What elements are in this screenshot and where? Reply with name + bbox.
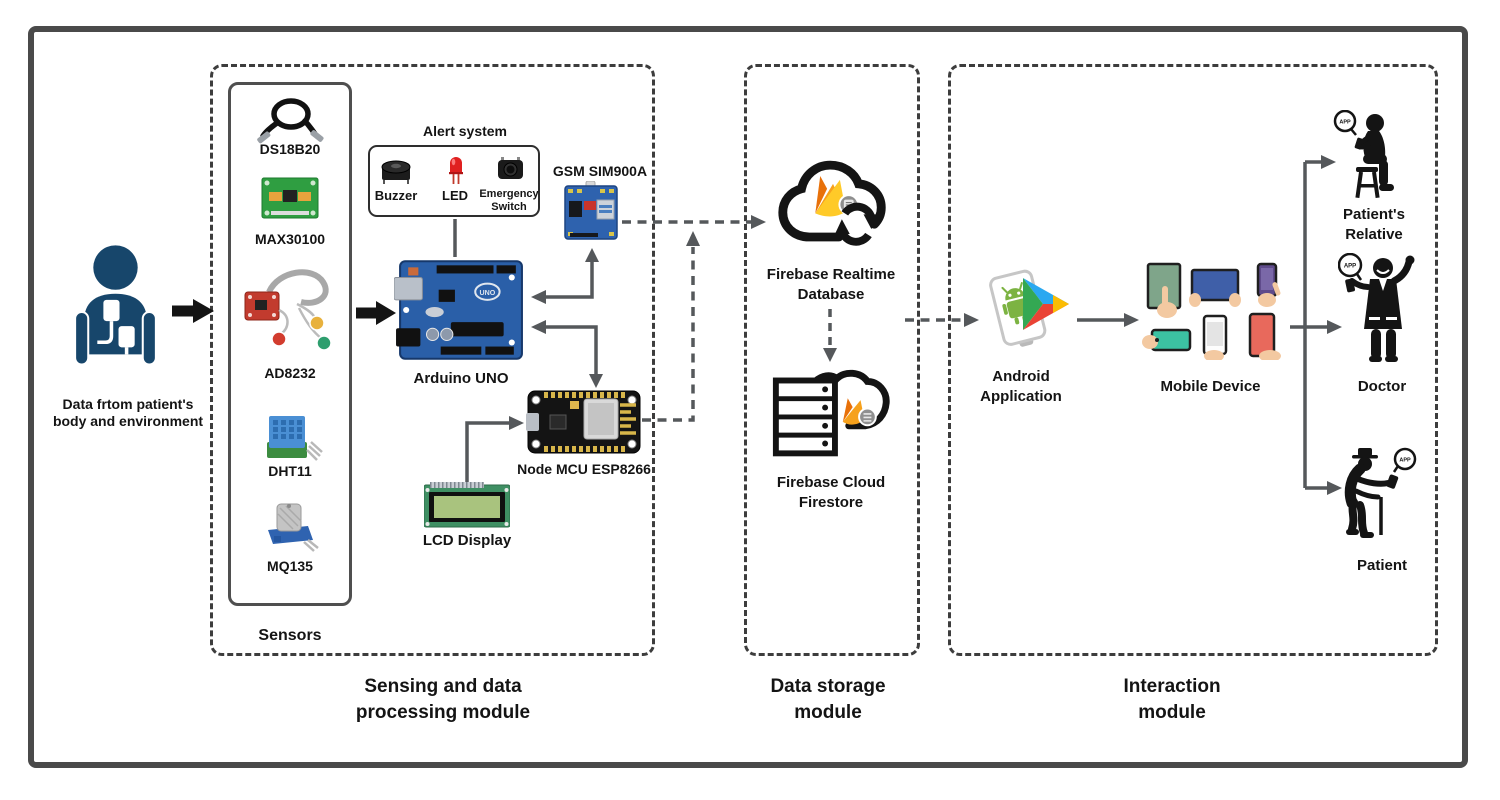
android-app-icon [989,269,1069,347]
source-caption-line2: body and environment [52,412,204,429]
emergency-switch-label-line1: Emergency [479,188,539,200]
sensor-label-dht11: DHT11 [268,463,312,479]
arduino-label: Arduino UNO [413,370,509,387]
emergency-switch-icon [498,157,523,179]
patients-relative-icon: APP [1333,110,1394,199]
doctor-bubble-text: APP [1344,264,1356,270]
android-app-label-line1: Android [992,368,1050,385]
elderly-patient-icon: APP [1344,447,1417,538]
dht11-icon [267,416,323,461]
nodemcu-label: Node MCU ESP8266 [517,461,651,477]
google-play-icon [1023,278,1069,330]
interaction-module-label: Interaction module [1062,674,1282,725]
arduino-badge-text: UNO [480,289,496,297]
buzzer-icon [381,160,411,184]
emergency-switch-label-line2: Switch [491,200,527,213]
storage-module-label: Data storage module [738,674,918,725]
doctor-icon: APP [1338,253,1415,362]
firebase-realtime-label-line1: Firebase Realtime [766,266,896,283]
storage-module-box [744,64,920,656]
patients-relative-label-line2: Relative [1345,225,1403,243]
relative-bubble-text: APP [1339,120,1351,126]
firebase-firestore-label: Firebase Cloud Firestore [755,473,907,512]
mq135-icon [268,503,319,552]
firebase-firestore-label-line2: Firestore [798,493,864,511]
sensing-module-label-line2: processing module [355,701,531,723]
lcd-label: LCD Display [422,532,512,549]
ds18b20-icon [257,98,324,144]
emergency-switch-label: Emergency Switch [478,188,540,213]
interaction-module-label-line2: module [1138,701,1206,723]
sensor-label-mq135: MQ135 [267,558,313,574]
storage-module-label-line2: module [794,701,862,723]
mobile-device-label: Mobile Device [1160,378,1261,395]
patient-body-icon [74,245,157,366]
firebase-realtime-label-line2: Database [797,285,865,303]
ad8232-icon [244,269,332,351]
outer-border [28,26,1468,768]
alert-system-title: Alert system [422,123,508,139]
sensor-label-ds18b20: DS18B20 [259,141,321,157]
arduino-uno-icon: UNO [394,260,523,360]
led-icon [449,157,463,184]
lcd-display-icon [424,482,510,528]
firebase-firestore-label-line1: Firebase Cloud [776,474,886,491]
storage-module-label-line1: Data storage [770,676,886,697]
source-caption-line1: Data frtom patient's [62,396,194,412]
patient-bubble-text: APP [1399,458,1411,464]
interaction-module-label-line1: Interaction [1123,676,1221,697]
sensing-module-label-line1: Sensing and data [364,676,522,697]
buzzer-label: Buzzer [374,188,418,203]
sensor-label-max30100: MAX30100 [254,231,326,247]
firebase-firestore-icon [772,369,890,457]
max30100-icon [261,177,319,219]
sensing-module-label: Sensing and data processing module [318,674,568,725]
gsm-sim900a-icon [564,181,618,240]
source-caption: Data frtom patient's body and environmen… [33,396,223,430]
interaction-module-box [948,64,1438,656]
nodemcu-esp8266-icon [526,390,641,454]
firebase-realtime-label: Firebase Realtime Database [750,265,912,304]
gsm-label: GSM SIM900A [552,163,648,179]
mobile-devices-icon [1142,262,1281,360]
android-app-label: Android Application [966,367,1076,406]
android-app-label-line2: Application [980,387,1062,405]
elderly-patient-label: Patient [1356,557,1407,574]
patients-relative-label-line1: Patient's [1343,206,1405,223]
patients-relative-label: Patient's Relative [1330,205,1418,244]
sensor-label-ad8232: AD8232 [264,365,316,381]
sensors-box-label: Sensors [258,627,322,644]
led-label: LED [442,188,468,203]
firebase-realtime-icon [778,160,886,246]
doctor-label: Doctor [1357,378,1407,395]
